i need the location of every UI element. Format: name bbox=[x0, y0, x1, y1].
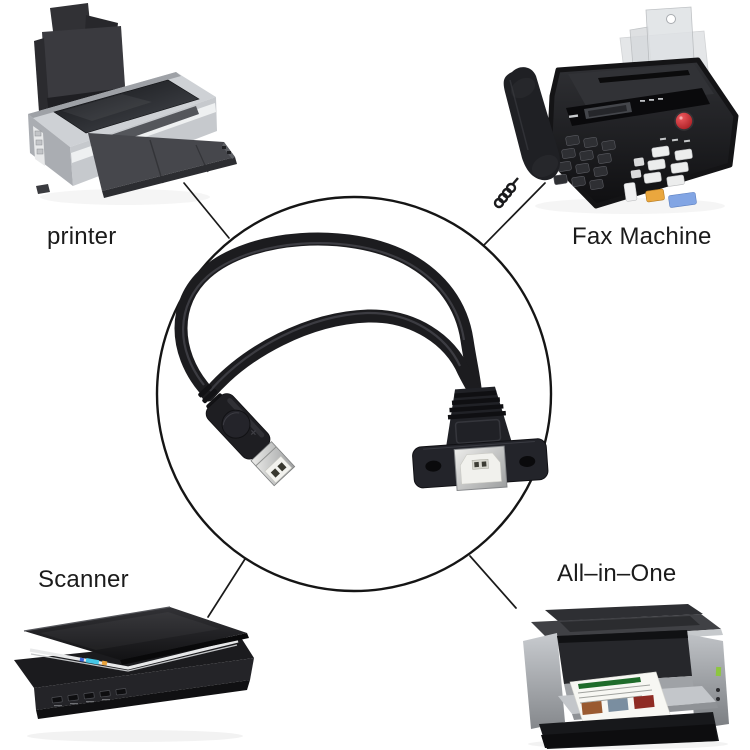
printer-output-tray bbox=[88, 133, 235, 191]
scanner-shadow bbox=[27, 730, 243, 742]
connector-line-fax bbox=[483, 182, 546, 246]
center-circle bbox=[155, 195, 553, 593]
label-scanner: Scanner bbox=[38, 566, 129, 593]
fax-orange-button bbox=[645, 188, 665, 203]
fax-keypad bbox=[553, 134, 616, 190]
label-allinone: All–in–One bbox=[557, 560, 677, 587]
scanner-buttons bbox=[51, 688, 127, 704]
label-printer: printer bbox=[47, 223, 117, 250]
printer-shadow bbox=[40, 189, 210, 205]
cable-loop-outer bbox=[174, 232, 482, 395]
connector-line-allinone bbox=[469, 555, 517, 609]
screw-hole-left bbox=[425, 460, 442, 472]
screw-hole-right bbox=[519, 456, 536, 468]
fax-red-button bbox=[674, 111, 694, 131]
connector-line-printer bbox=[183, 182, 230, 239]
fax-coiled-cord bbox=[493, 177, 519, 209]
usb-cable-photo bbox=[174, 232, 549, 492]
usb-a-connector bbox=[198, 384, 296, 487]
usb-b-panel-mount-connector bbox=[412, 386, 549, 492]
scanner-glass-gap bbox=[29, 639, 239, 670]
fax-blue-button bbox=[668, 192, 697, 208]
cable-loop-inner bbox=[201, 309, 481, 402]
flatbed-scanner-photo bbox=[14, 606, 254, 719]
fax-function-buttons bbox=[623, 137, 697, 208]
all-in-one-printer-photo bbox=[523, 604, 729, 749]
allinone-power-led bbox=[715, 666, 722, 677]
fax-machine-photo bbox=[493, 6, 739, 209]
label-fax: Fax Machine bbox=[572, 223, 712, 250]
scanner-lid bbox=[24, 607, 247, 660]
allinone-left-panel bbox=[523, 633, 565, 729]
connector-line-scanner bbox=[207, 558, 246, 618]
inkjet-printer-photo bbox=[28, 3, 237, 198]
